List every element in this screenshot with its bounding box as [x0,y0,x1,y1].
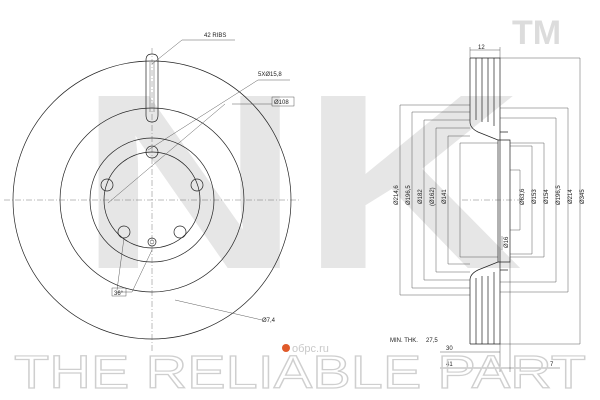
rib-slot [145,53,159,123]
dim-214: Ø214 [568,189,574,204]
watermark-tagline: THE RELIABLE PART [14,346,586,398]
dim-141: Ø141 [442,189,448,204]
dim-162: (Ø162) [430,187,436,206]
dim-182: Ø182 [418,189,424,204]
top-width-dim: 12 [478,45,485,51]
watermark-tm: TM [512,14,561,52]
watermark-site-accent [282,344,290,352]
disc-front-view [4,39,300,352]
hole-diameter-label: Ø7,4 [262,318,276,324]
dim-63-6: Ø63,6 [520,188,526,205]
disc-cross-section [399,47,581,372]
ribs-label: 42 RIBS [204,33,226,39]
section-dims-right: Ø63,6 Ø153 Ø154 Ø196,5 Ø214 Ø345 Ø16 [504,185,586,248]
watermark-logo: NK [78,42,523,321]
pcd-label: Ø108 [274,100,289,106]
min-thickness-value: 27,5 [426,338,438,344]
dim-154: Ø154 [544,189,550,204]
bolt-holes [100,145,204,247]
dim-196-5-right: Ø196,5 [556,185,562,205]
dim-30: 30 [446,346,453,352]
dim-41: 41 [446,362,453,368]
dim-196-5-left: Ø196,5 [406,185,412,205]
section-dims-left: Ø214,6 Ø196,5 Ø182 (Ø162) Ø141 [394,185,448,206]
dim-214-6: Ø214,6 [394,185,400,205]
angle-label: 36° [114,291,124,297]
dim-345: Ø345 [580,189,586,204]
dim-7: 7 [550,362,554,368]
bolt-hole-label: 5XØ15,8 [258,72,282,78]
watermark-site: обрс.ru [292,343,329,355]
min-thickness-label: MIN. THK. [390,338,418,344]
dim-153: Ø153 [532,189,538,204]
dim-16: Ø16 [504,236,510,248]
